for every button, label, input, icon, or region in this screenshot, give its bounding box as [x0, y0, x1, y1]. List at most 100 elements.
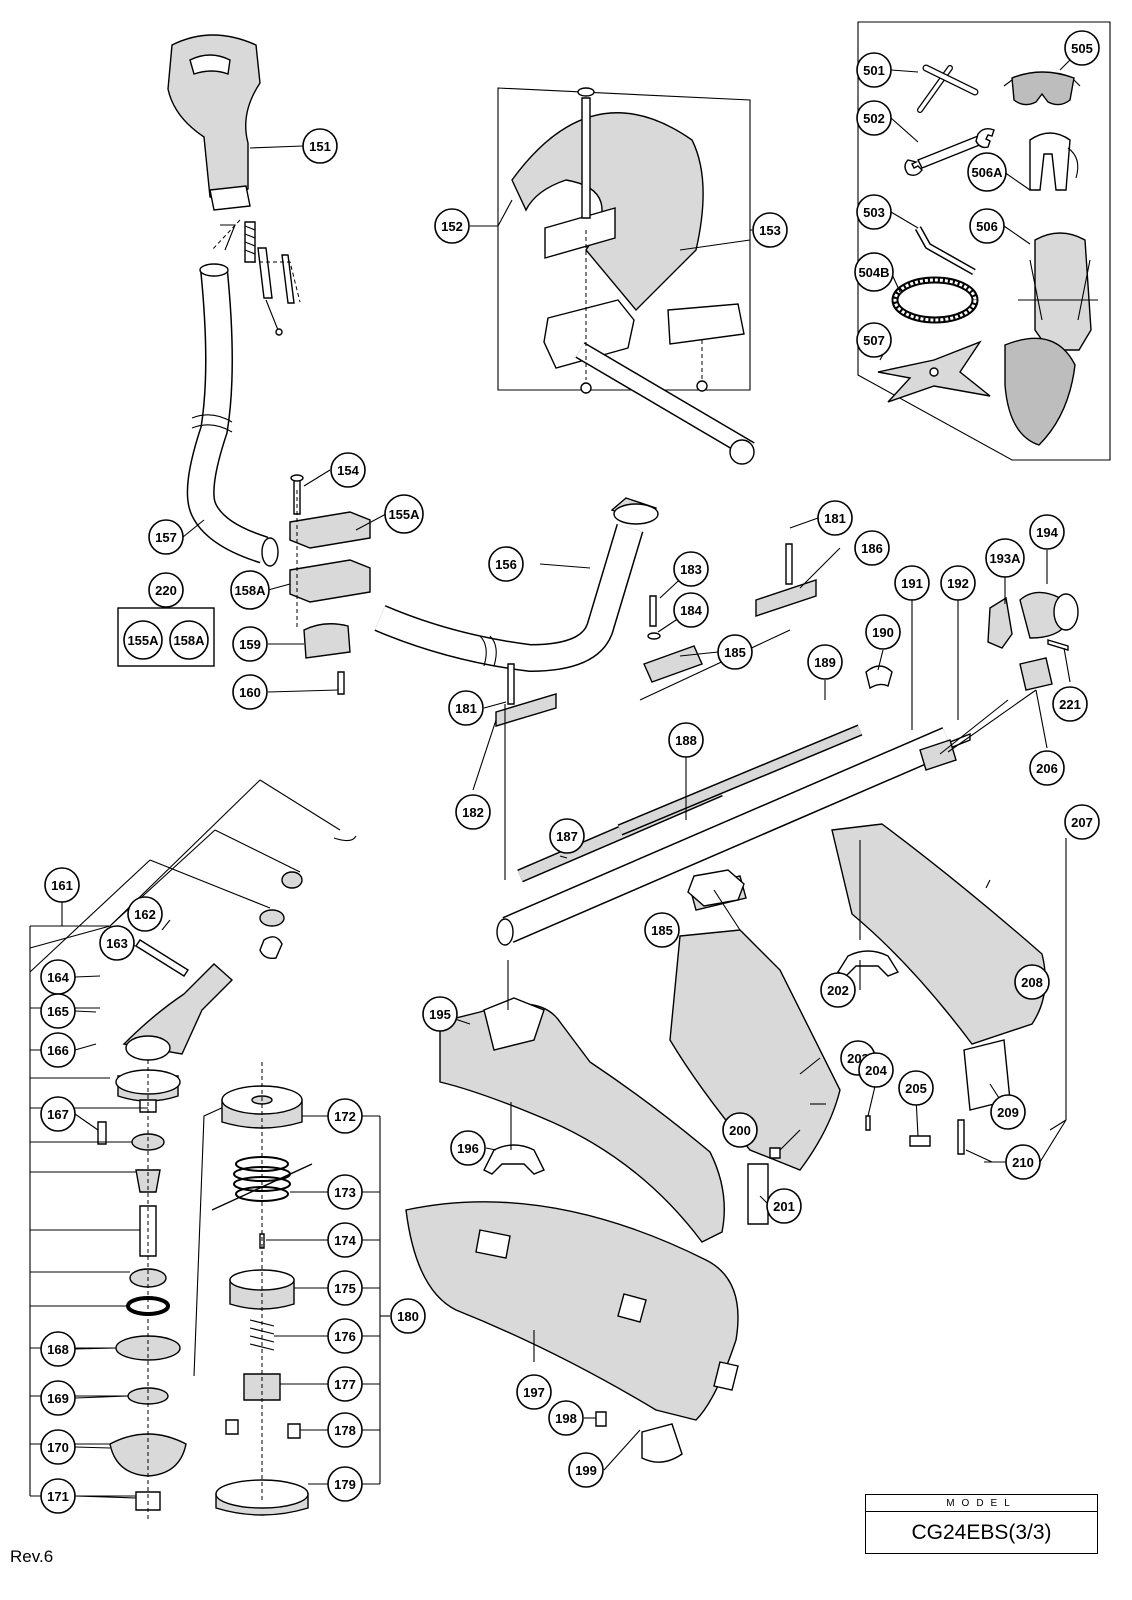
accessories-panel — [857, 21, 1111, 461]
callout-circle — [668, 722, 704, 758]
callout-number: 193A — [989, 551, 1021, 566]
callout-191: 191 — [894, 565, 930, 601]
callout-number: 507 — [863, 333, 885, 348]
callout-circle — [548, 1400, 584, 1436]
handle-clamp-drawing — [289, 474, 371, 695]
callout-number: 155A — [127, 633, 159, 648]
callout-number: 221 — [1059, 697, 1081, 712]
callout-number: 158A — [234, 583, 266, 598]
callout-circle — [854, 252, 894, 292]
callout-circle — [302, 128, 338, 164]
callout-circle — [856, 52, 892, 88]
callout-162: 162 — [127, 896, 163, 932]
callout-circle — [448, 690, 484, 726]
nylon-cutter-drawing — [211, 1062, 313, 1516]
callout-number: 164 — [47, 970, 69, 985]
callout-number: 503 — [863, 205, 885, 220]
kit-220-box — [117, 607, 215, 667]
callout-circle — [327, 1222, 363, 1258]
callout-circle — [327, 1412, 363, 1448]
shaft-assembly-drawing — [495, 543, 1079, 946]
callout-number: 502 — [863, 111, 885, 126]
callout-circle — [1005, 1144, 1041, 1180]
guard-cover-drawing — [669, 823, 1047, 1225]
callout-circle — [673, 592, 709, 628]
callout-number: 186 — [861, 541, 883, 556]
callout-circle — [856, 322, 892, 358]
callout-circle — [169, 620, 209, 660]
callout-158A-kit: 158A — [169, 620, 209, 660]
callout-circle — [752, 212, 788, 248]
callout-circle — [1029, 514, 1065, 550]
main-handle-drawing — [374, 497, 659, 673]
callout-196: 196 — [450, 1130, 486, 1166]
callout-circle — [644, 912, 680, 948]
callout-circle — [327, 1466, 363, 1502]
callout-177: 177 — [327, 1366, 363, 1402]
callout-220: 220 — [148, 572, 184, 608]
callout-190: 190 — [865, 614, 901, 650]
callout-number: 504B — [858, 265, 889, 280]
callout-201: 201 — [766, 1188, 802, 1224]
callout-circle — [40, 1429, 76, 1465]
callout-number: 176 — [334, 1329, 356, 1344]
box-spanner-drawing — [917, 64, 979, 113]
callout-192: 192 — [940, 565, 976, 601]
callout-circle — [127, 896, 163, 932]
callout-circle — [232, 626, 268, 662]
callout-165: 165 — [40, 993, 76, 1029]
callout-number: 165 — [47, 1004, 69, 1019]
callout-number: 167 — [47, 1107, 69, 1122]
callout-number: 201 — [773, 1199, 795, 1214]
callout-number: 180 — [397, 1309, 419, 1324]
callout-167: 167 — [40, 1096, 76, 1132]
callout-164: 164 — [40, 959, 76, 995]
callout-number: 199 — [575, 1463, 597, 1478]
callout-210: 210 — [1005, 1144, 1041, 1180]
callout-circle — [327, 1174, 363, 1210]
callout-circle — [820, 972, 856, 1008]
callout-number: 202 — [827, 983, 849, 998]
callout-circle — [969, 208, 1005, 244]
callout-158A: 158A — [230, 570, 270, 610]
callout-171: 171 — [40, 1478, 76, 1514]
callout-number: 181 — [824, 511, 846, 526]
callout-187: 187 — [549, 818, 585, 854]
harness-drawing — [1004, 232, 1098, 446]
callout-circle — [327, 1366, 363, 1402]
callout-186: 186 — [854, 530, 890, 566]
callout-181a: 181 — [817, 500, 853, 536]
callout-number: 505 — [1071, 41, 1093, 56]
callout-number: 162 — [134, 907, 156, 922]
gear-case-drawing — [97, 835, 357, 1520]
safety-goggles-drawing — [1003, 71, 1081, 106]
callout-circle — [1064, 804, 1100, 840]
model-name: CG24EBS(3/3) — [911, 1521, 1052, 1544]
callout-170: 170 — [40, 1429, 76, 1465]
spanner-drawing — [904, 127, 995, 177]
callout-circle — [717, 634, 753, 670]
callout-circle — [327, 1098, 363, 1134]
callout-169: 169 — [40, 1380, 76, 1416]
callout-504B: 504B — [854, 252, 894, 292]
callout-185a: 185 — [717, 634, 753, 670]
callout-155A: 155A — [384, 494, 424, 534]
callout-507: 507 — [856, 322, 892, 358]
callout-circle — [148, 519, 184, 555]
callout-number: 220 — [155, 583, 177, 598]
callout-number: 188 — [675, 733, 697, 748]
callout-circle — [40, 1032, 76, 1068]
callout-209: 209 — [990, 1094, 1026, 1130]
callout-199: 199 — [568, 1452, 604, 1488]
callout-173: 173 — [327, 1174, 363, 1210]
callout-501: 501 — [856, 52, 892, 88]
callout-502: 502 — [856, 100, 892, 136]
callout-154: 154 — [330, 452, 366, 488]
callout-number: 209 — [997, 1105, 1019, 1120]
callout-circle — [722, 1112, 758, 1148]
callout-number: 191 — [901, 576, 923, 591]
callout-circle — [327, 1318, 363, 1354]
callout-circle — [865, 614, 901, 650]
callout-168: 168 — [40, 1331, 76, 1367]
callout-157: 157 — [148, 519, 184, 555]
